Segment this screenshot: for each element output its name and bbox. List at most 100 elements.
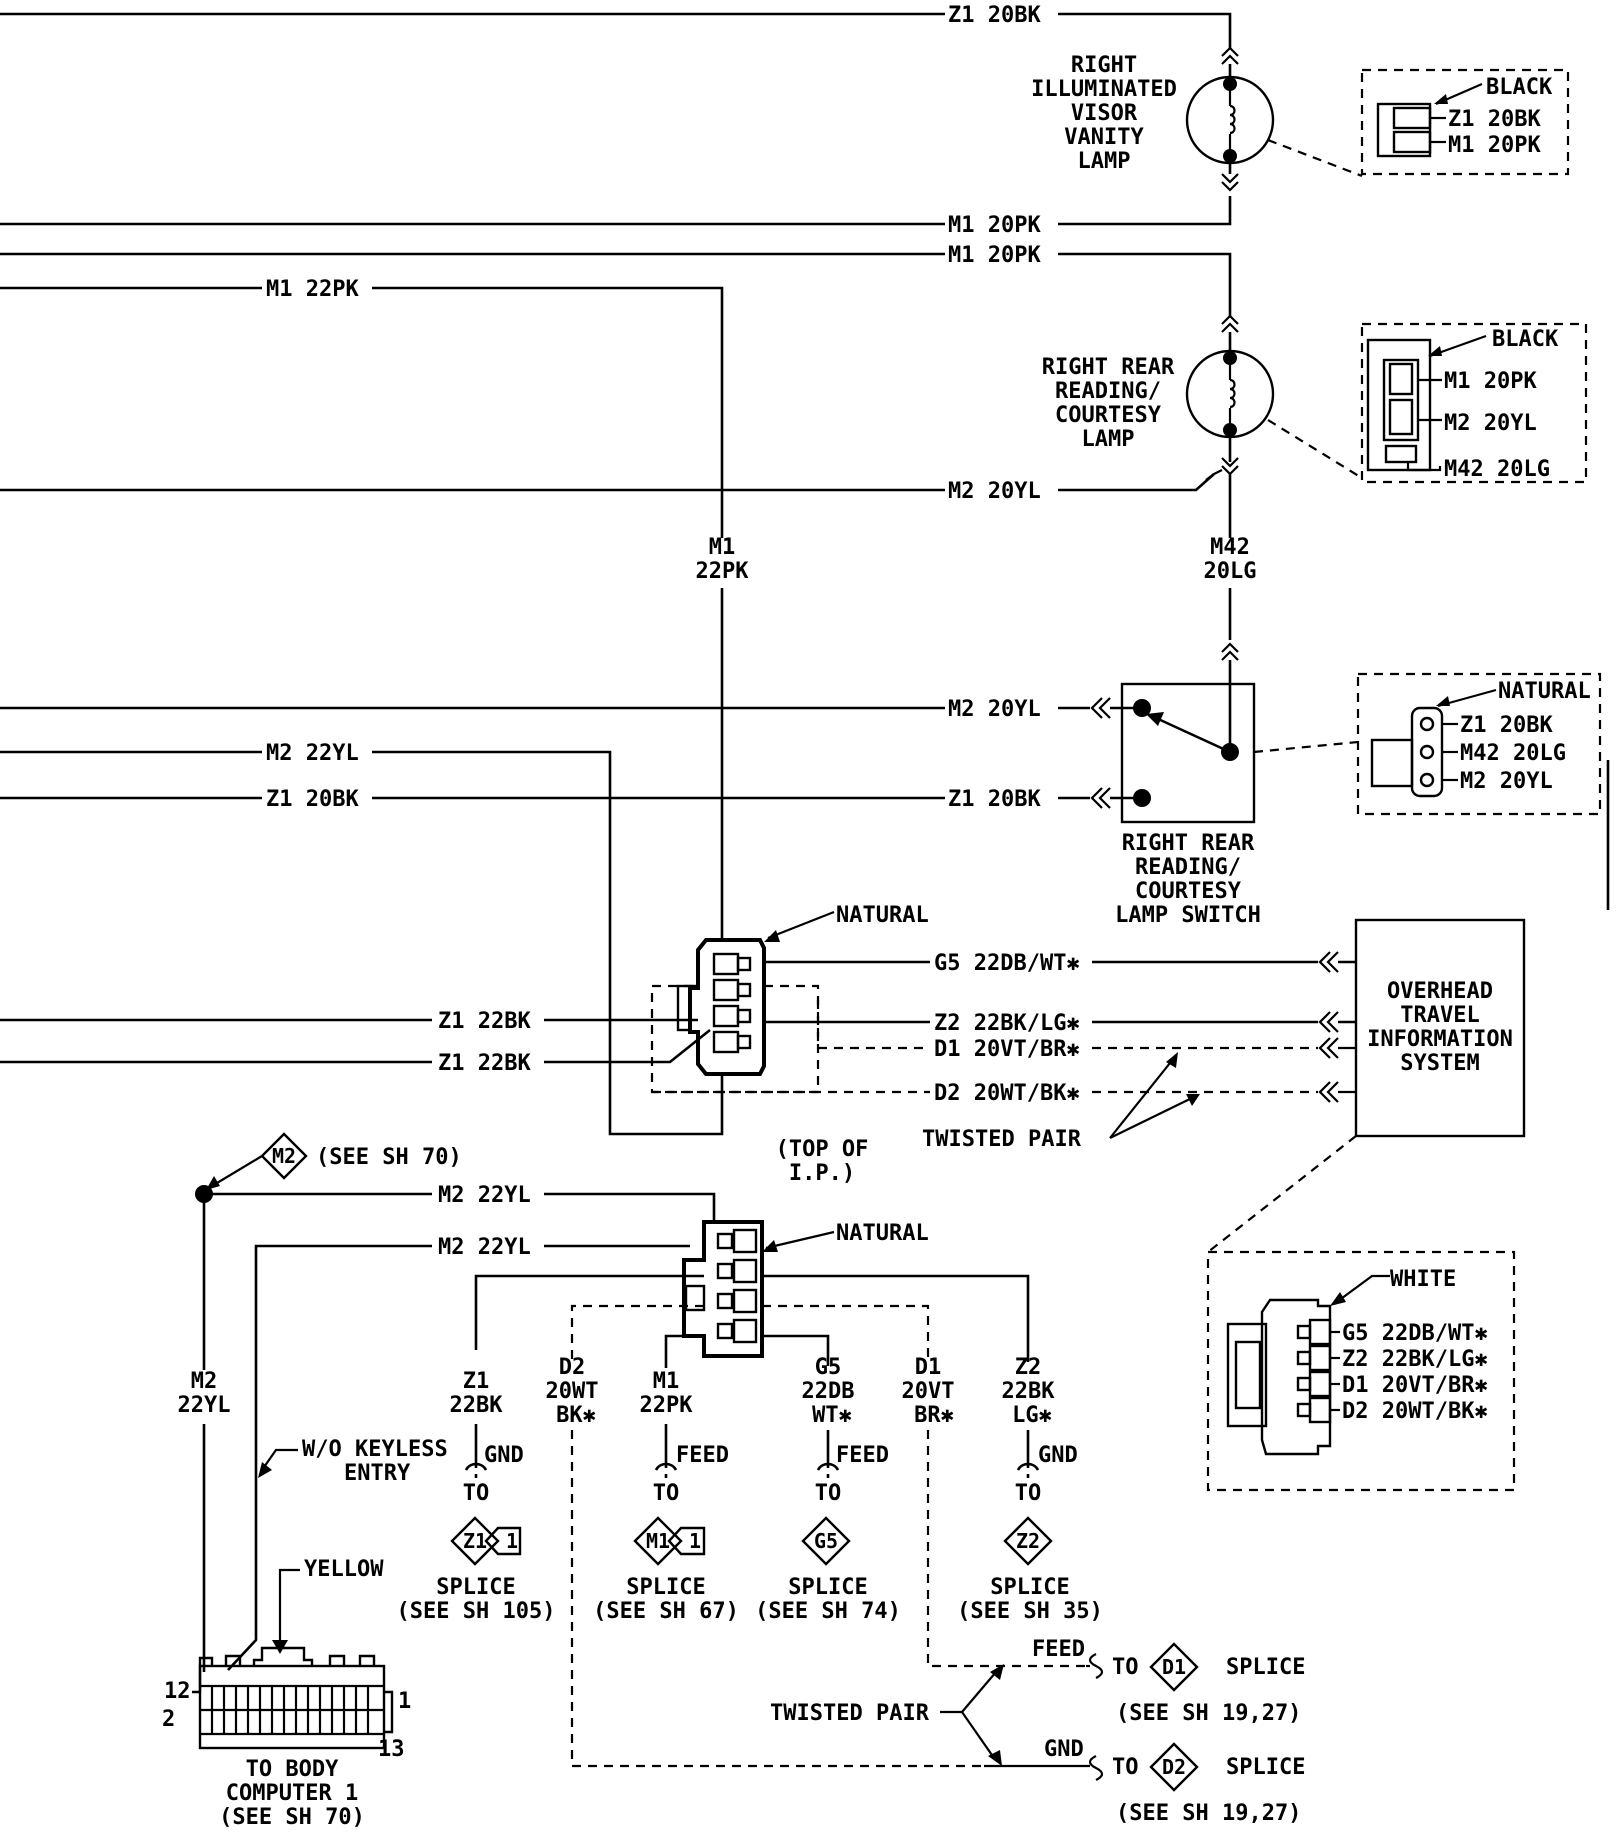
- wire-label: D2 20WT/BK✱: [934, 1081, 1080, 1106]
- splice-symbol: D2: [1162, 1755, 1186, 1779]
- branch-kind: GND: [1038, 1443, 1078, 1468]
- branch-kind: FEED: [836, 1443, 889, 1468]
- branch-wire-label: 22DB: [802, 1379, 855, 1404]
- splice-label: SPLICE: [436, 1575, 515, 1600]
- wire-m1-22pk: M1 22PK M1 22PK: [0, 277, 750, 960]
- splice-sub: 1: [689, 1529, 701, 1553]
- splice-symbol: Z1: [463, 1529, 487, 1553]
- overhead-travel-information-system: OVERHEAD TRAVEL INFORMATION SYSTEM: [1207, 918, 1526, 1253]
- lamp-name-line: RIGHT: [1071, 53, 1137, 78]
- splice-label: SPLICE: [788, 1575, 867, 1600]
- wire-m2-20yl-reading: M2 20YL: [0, 469, 1223, 504]
- pin-label: G5 22DB/WT✱: [1342, 1321, 1488, 1346]
- m2-ref-symbol: M2: [272, 1144, 296, 1168]
- lamp-name-line: VANITY: [1064, 125, 1144, 150]
- splice-ref: (SEE SH 67): [593, 1599, 739, 1624]
- splice-label: SPLICE: [1226, 1655, 1305, 1680]
- keyless-note: ENTRY: [344, 1461, 411, 1486]
- wire-label: Z1 20BK: [266, 787, 359, 812]
- branch-m1: M1 22PK FEED TO M1 1 SPLICE (SEE SH 67): [593, 1369, 739, 1624]
- wire-m2-22yl-keyless: M2 22YL W/O KEYLESS ENTRY: [227, 1235, 690, 1671]
- wire-label: M2 22YL: [438, 1235, 531, 1260]
- wire-label: 20LG: [1204, 559, 1257, 584]
- wire-label: M1: [709, 535, 736, 560]
- splice-symbol: D1: [1162, 1655, 1186, 1679]
- connector-color: NATURAL: [836, 903, 929, 928]
- wire-z2: Z2 22BK/LG✱: [764, 1011, 1356, 1036]
- m2-ref-text: (SEE SH 70): [316, 1145, 462, 1170]
- wire-label: M2 20YL: [948, 479, 1041, 504]
- wire-label: M1 20PK: [948, 243, 1041, 268]
- wire-z1-20bk-switch: Z1 20BK Z1 20BK: [0, 787, 1142, 812]
- pin-number: 12: [164, 1679, 191, 1704]
- connector-color: YELLOW: [304, 1557, 384, 1582]
- pin-label: D2 20WT/BK✱: [1342, 1399, 1488, 1424]
- branch-kind: FEED: [676, 1443, 729, 1468]
- splice-ref: (SEE SH 35): [957, 1599, 1103, 1624]
- branch-wire-label: 22BK: [450, 1393, 504, 1418]
- pin-number: 1: [398, 1689, 411, 1714]
- body-computer-connector: YELLOW 12 1 2 13 TO BODY COMPUTER 1 (SEE…: [162, 1557, 411, 1830]
- reading-courtesy-lamp: RIGHT REAR READING/ COURTESY LAMP M42 20…: [1042, 349, 1363, 752]
- lamp-name-line: LAMP: [1078, 149, 1131, 174]
- branch-wire-label: 20VT: [902, 1379, 955, 1404]
- d2-splice: GND TO D2 SPLICE (SEE SH 19,27): [984, 1737, 1305, 1826]
- branch-d1: D1 20VT BR✱: [902, 1355, 1086, 1668]
- branch-d2: D2 20WT BK✱: [546, 1355, 984, 1768]
- branch-wire-label: 22BK: [1002, 1379, 1056, 1404]
- d1-splice: FEED TO D1 SPLICE (SEE SH 19,27): [1032, 1637, 1305, 1726]
- visor-connector-inset: BLACK Z1 20BK M1 20PK: [1360, 68, 1570, 176]
- pin-label: D1 20VT/BR✱: [1342, 1373, 1488, 1398]
- note-line: (TOP OF: [776, 1137, 869, 1162]
- pin-label: Z2 22BK/LG✱: [1342, 1347, 1488, 1372]
- wire-label: Z1 22BK: [438, 1009, 531, 1034]
- switch-name-line: COURTESY: [1135, 879, 1242, 904]
- wire-label: M2 22YL: [438, 1183, 531, 1208]
- reading-connector-inset: BLACK M1 20PK M2 20YL M42 20LG: [1360, 322, 1588, 484]
- splice-symbol: Z2: [1016, 1529, 1040, 1553]
- branch-wire-label: BK✱: [556, 1403, 596, 1428]
- branch-wire-label: WT✱: [812, 1403, 852, 1428]
- branch-wires: [474, 1274, 1030, 1368]
- wire-m2-22yl-splice: M2 22YL M2 22YL: [178, 1183, 716, 1672]
- twisted-pair-upper: TWISTED PAIR: [922, 1052, 1200, 1152]
- twisted-pair-label: TWISTED PAIR: [922, 1127, 1082, 1152]
- branch-to: TO: [815, 1481, 842, 1506]
- branch-wire-label: BR✱: [914, 1403, 954, 1428]
- connector-color: NATURAL: [836, 1221, 929, 1246]
- wire-label: M1 20PK: [948, 213, 1041, 238]
- branch-wire-label: Z1: [463, 1369, 490, 1394]
- system-name-line: SYSTEM: [1400, 1051, 1479, 1076]
- wire-z1-22bk-b: Z1 22BK: [0, 1028, 711, 1076]
- lamp-name-line: COURTESY: [1055, 403, 1162, 428]
- wire-label: M2 22YL: [266, 741, 359, 766]
- computer-name-line: TO BODY: [246, 1757, 339, 1782]
- wire-label: 22PK: [696, 559, 750, 584]
- splice-ref: (SEE SH 19,27): [1116, 1801, 1301, 1826]
- wire-z1-22bk-a: Z1 22BK: [0, 1009, 698, 1034]
- upper-natural-connector: NATURAL: [650, 903, 929, 1094]
- switch-name-line: RIGHT REAR: [1122, 831, 1255, 856]
- wire-label: M1 22PK: [266, 277, 359, 302]
- wire-d1: D1 20VT/BR✱: [816, 1000, 1356, 1062]
- wire-m2-20yl-switch: M2 20YL: [0, 697, 1142, 722]
- lamp-name-line: READING/: [1055, 379, 1161, 404]
- splice-ref: (SEE SH 19,27): [1116, 1701, 1301, 1726]
- wire-label: 22YL: [178, 1393, 231, 1418]
- computer-name-line: COMPUTER 1: [226, 1781, 358, 1806]
- splice-sub: 1: [506, 1529, 518, 1553]
- splice-kind: GND: [1044, 1737, 1084, 1762]
- connector-color: BLACK: [1486, 75, 1553, 100]
- branch-wire-label: G5: [815, 1355, 842, 1380]
- wire-label: Z2 22BK/LG✱: [934, 1011, 1080, 1036]
- lower-natural-connector: NATURAL: [682, 1220, 929, 1358]
- branch-to: TO: [653, 1481, 680, 1506]
- connector-color: NATURAL: [1498, 679, 1591, 704]
- keyless-note: W/O KEYLESS: [302, 1437, 448, 1462]
- system-name-line: INFORMATION: [1367, 1027, 1513, 1052]
- lamp-name-line: RIGHT REAR: [1042, 355, 1175, 380]
- pin-label: M1 20PK: [1444, 369, 1537, 394]
- lamp-name-line: VISOR: [1071, 101, 1138, 126]
- wire-m2-22yl-left: M2 22YL: [0, 741, 724, 1136]
- splice-label: SPLICE: [1226, 1755, 1305, 1780]
